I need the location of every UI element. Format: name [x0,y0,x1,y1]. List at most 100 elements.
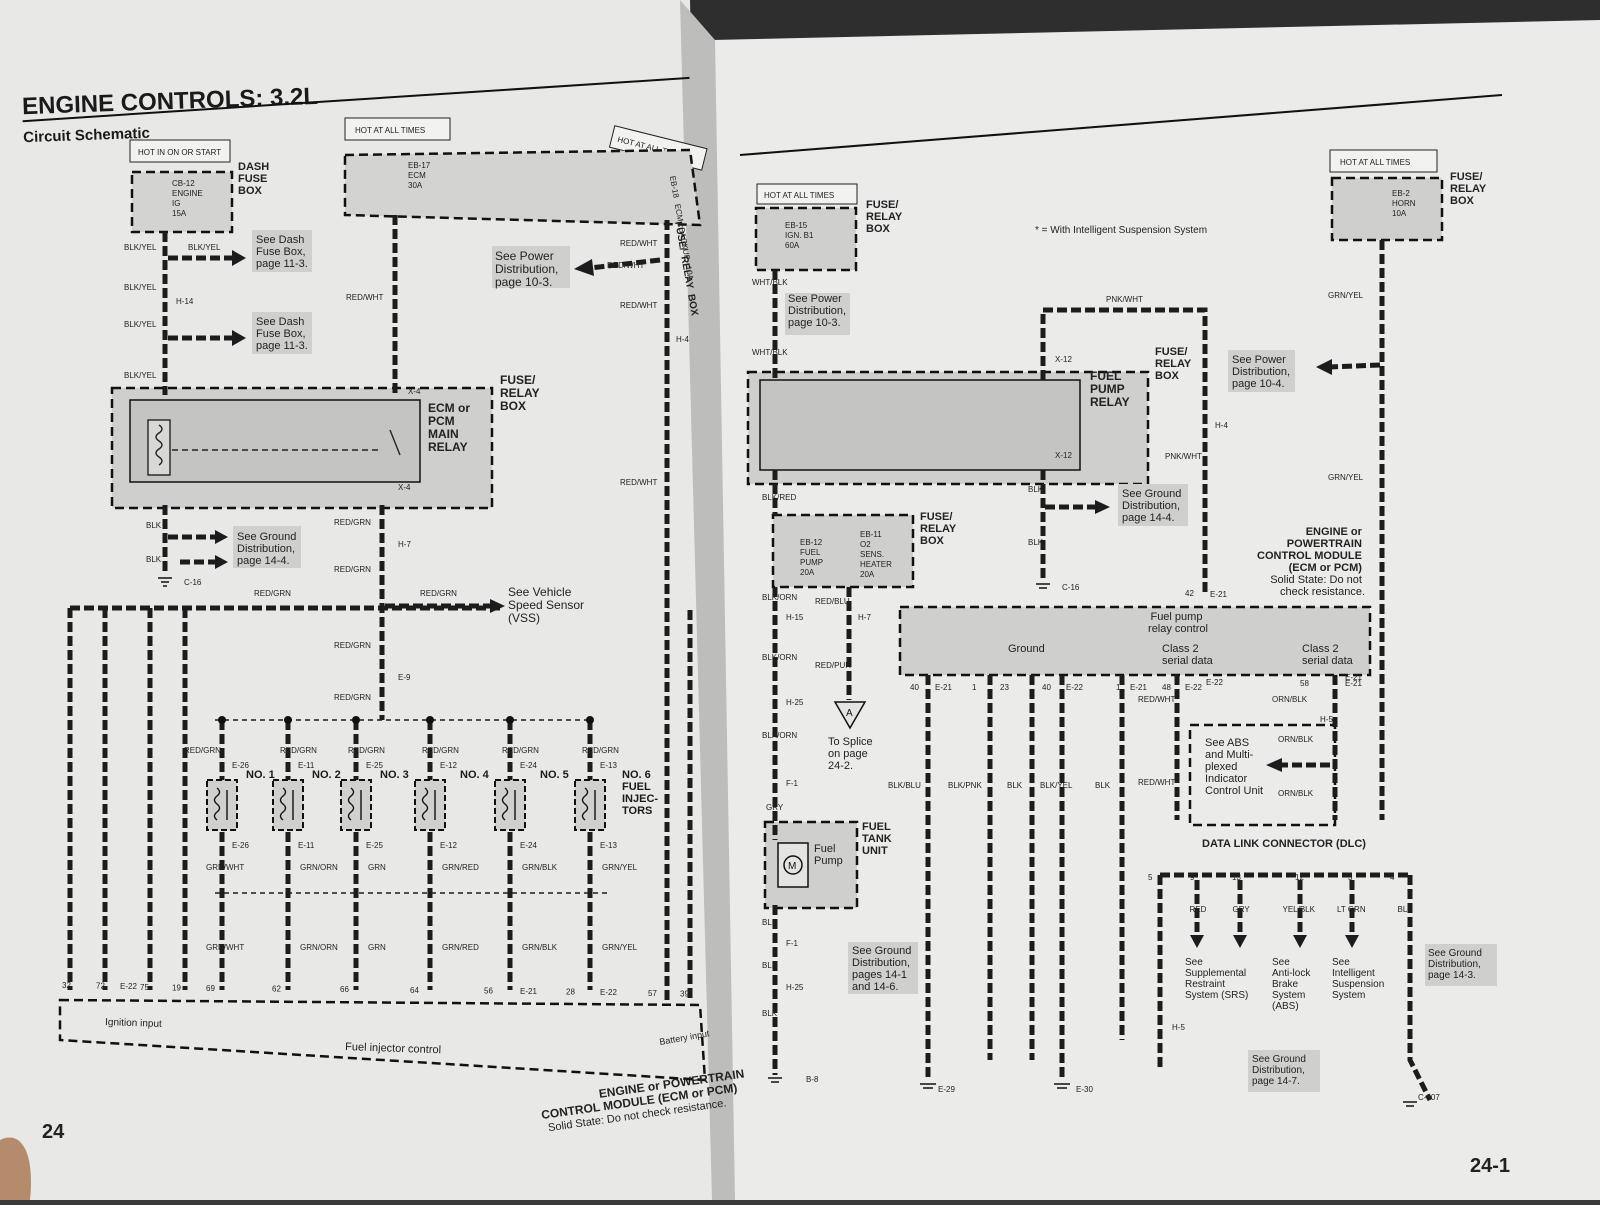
dlc-wire-label-4: LT GRN [1337,905,1366,914]
injector-conn-top-5: E-24 [520,761,537,770]
injector-feed-label-5: RED/GRN [502,746,539,755]
left-fuse-boxes [58,148,707,1082]
motor-circle [783,855,803,875]
right-ground-symbols [768,583,1417,1107]
r-wire-label-1: WHT/BLK [752,278,788,287]
arrow-ground-1-head [215,530,228,544]
injector-conn-top-6: E-13 [600,761,617,770]
ref-box-3 [492,246,570,288]
r-wire-label-7: BLK/RED [762,493,796,502]
cb12-label: CB-12 ENGINE IG 15A [172,179,205,218]
lbl-c16: C-16 [184,578,202,587]
r-wire-label-11: BLK/ORN [762,653,797,662]
eb2-box [1330,176,1444,242]
r-wire-label-14: BLK [762,918,778,927]
r-wire-label-8: BLK/ORN [762,593,797,602]
injector-splice-4 [426,716,434,724]
fuel-pump-relay-label: FUEL PUMP RELAY [1090,369,1130,409]
r-wire-label-12: BLK/ORN [762,731,797,740]
ref-3: See Power Distribution, page 10-3. [495,249,562,289]
injector-out-label-3-1: GRN [368,863,386,872]
r-ref-8: See Anti-lock Brake System (ABS) [1272,957,1313,1012]
lbl-redgrn-6: RED/GRN [334,693,371,702]
lbl-h14: H-14 [176,297,194,306]
eb15-box [754,206,858,272]
r-connector-6: H-25 [786,698,804,707]
injector-feed-label-1: RED/GRN [184,746,221,755]
r-hot-tag-1 [756,183,858,205]
abs-ref-box [1188,723,1337,827]
r-wire-pnkwht-loop [1040,307,1208,595]
arrow-dash-1-head [232,250,246,266]
r-wire-label-19: BLK [1007,781,1023,790]
fuel-pump-motor: M [777,842,809,888]
arrow-dash-2-head [232,330,246,346]
ref-2: See Dash Fuse Box, page 11-3. [256,316,309,352]
r-connector-19: C-307 [1418,1093,1440,1102]
injector-feed-label-2: RED/GRN [280,746,317,755]
left-ecm-pin-11: E-21 [520,987,537,996]
r-wire-label-2: WHT/BLK [752,348,788,357]
right-ecm-labels: ENGINE or POWERTRAIN CONTROL MODULE (ECM… [1008,526,1510,1177]
r-connector-18: H-5 [1172,1023,1185,1032]
eb11-label: EB-11 O2 SENS. HEATER 20A [860,530,894,579]
left-ecm-pin-4: 75 [140,983,149,992]
hot-tag-2-text: HOT AT ALL TIMES [355,126,425,135]
main-relay-inner [129,399,421,483]
injector-splice-2 [284,716,292,724]
arrow-vss-head [490,599,505,613]
fuel-tank-label: FUEL TANK UNIT [862,821,895,857]
r-ecm-pin-9: 48 [1162,683,1171,692]
injector-5 [494,779,526,831]
title-rule [22,76,690,123]
r-hot-tag-2 [1329,149,1438,173]
left-ecm-pin-1: 32 [62,981,71,990]
r-wire-label-21: BLK [1095,781,1111,790]
left-ecm-pin-3: E-22 [120,982,137,991]
right-boxes [746,176,1444,910]
r-connector-4: H-15 [786,613,804,622]
left-ecm-pin-12: 28 [566,988,575,997]
fuel-pump-relay-inner [759,379,1081,471]
injector-conn-bot-5: E-24 [520,841,537,850]
arrow-ground-2-head [215,555,228,569]
right-arrows [1045,359,1381,772]
left-ecm-pin-8: 66 [340,985,349,994]
eb12-label: EB-12 FUEL PUMP 20A [800,538,825,577]
r-connector-13: H-5 [1320,715,1333,724]
injector-3 [340,779,372,831]
r-arrow-power [1329,362,1381,370]
right-title-rule [739,94,1503,156]
hot-tag-1-text: HOT IN ON OR START [138,148,221,157]
r-connector-11: E-22 [1206,678,1223,687]
r-connector-9: H-25 [786,983,804,992]
lbl-redwht-2: RED/WHT [620,239,657,248]
ground-symbol-left [158,577,172,587]
splice-letter: A [846,708,853,719]
ref-4: See Ground Distribution, page 14-4. [237,531,299,567]
injector-out-label-6-1: GRN/YEL [602,863,638,872]
splice-triangle [833,701,867,730]
inj-group-label: NO. 6 FUEL INJEC- TORS [622,769,661,817]
left-ecm-pin-7: 62 [272,985,281,994]
r-ref-box-3 [1118,484,1188,526]
inj-label-3: NO. 3 [380,769,409,781]
lbl-redwht-4: RED/WHT [620,301,657,310]
injector-feed-label-3: RED/GRN [348,746,385,755]
r-wire-label-4: PNK/WHT [1165,452,1202,461]
dlc-wire-label-2: GRY [1233,905,1251,914]
left-ecm-pin-15: 39 [680,989,689,998]
left-ecm-pin-6: 69 [206,984,215,993]
ref-5: See Vehicle Speed Sensor (VSS) [508,585,587,625]
ecm-section-inj: Fuel injector control [345,1041,441,1056]
dlc-arrow-1 [1190,935,1204,948]
r-ecm-pin-1: 40 [910,683,919,692]
r-fuse-relay-box-label-1: FUSE/ RELAY BOX [866,199,905,235]
r-fuse-relay-box-label-3: FUSE/ RELAY BOX [1155,346,1194,382]
dlc-title: DATA LINK CONNECTOR (DLC) [1202,838,1366,850]
r-hot-tag-2-text: HOT AT ALL TIMES [1340,158,1410,167]
r-wire-label-26: ORN/BLK [1278,789,1314,798]
injector-conn-top-1: E-26 [232,761,249,770]
